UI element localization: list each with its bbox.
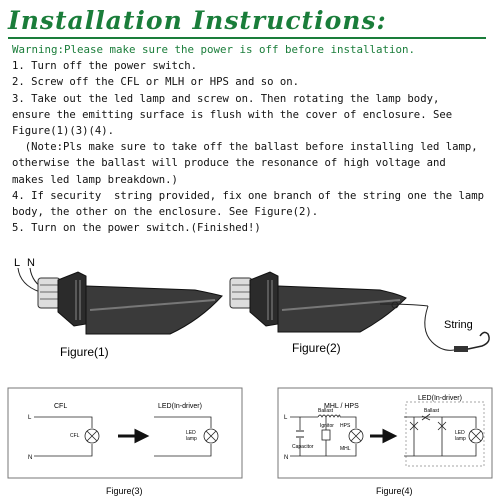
lamp-symbol-icon <box>468 428 484 444</box>
ballast-label: Ballast <box>318 408 334 414</box>
figure-3: CFL LED(In-driver) L N CFL LED lamp Figu… <box>7 387 243 496</box>
instruction-line: body, the other on the enclosure. See Fi… <box>12 206 319 219</box>
led-dashed-box <box>405 401 485 467</box>
instructions-block: Warning:Please make sure the power is of… <box>12 42 492 236</box>
figure-1-caption: Figure(1) <box>60 345 109 359</box>
hps-label: HPS <box>340 423 351 429</box>
figure-4-caption: Figure(4) <box>376 486 413 496</box>
mhl-hps-title: MHL / HPS <box>324 403 359 410</box>
figure-3-frame <box>7 387 243 479</box>
led-circuit <box>404 416 477 457</box>
lamp-symbol-icon <box>84 428 100 444</box>
cfl-label: CFL <box>70 433 80 439</box>
instruction-line: 2. Screw off the CFL or MLH or HPS and s… <box>12 76 300 89</box>
figure-3-caption: Figure(3) <box>106 486 143 496</box>
ignitor-label: Ignitor <box>320 423 334 429</box>
led-title: LED(In-driver) <box>418 395 462 402</box>
led-lamp-icon <box>249 271 407 333</box>
instruction-line: 4. If security string provided, fix one … <box>12 189 484 202</box>
instruction-line: makes led lamp breakdown.) <box>12 173 178 186</box>
page-title: Installation Instructions: <box>8 6 387 35</box>
instruction-line: 5. Turn on the power switch.(Finished!) <box>12 222 261 235</box>
figure-1: L N Figure(1) <box>14 257 223 359</box>
instruction-line: Figure(1)(3)(4). <box>12 125 115 138</box>
ballast-label: Ballast <box>424 408 440 414</box>
cfl-circuit <box>34 416 93 457</box>
terminal-n-label: N <box>284 455 288 461</box>
led-circuit <box>154 416 212 457</box>
cfl-title: CFL <box>54 403 67 410</box>
socket-icon <box>229 277 253 309</box>
security-string-icon <box>379 301 490 352</box>
socket-icon <box>37 277 61 309</box>
string-label: String <box>444 319 473 331</box>
figure-4: MHL / HPS LED(In-driver) L N Ballast Cap… <box>277 387 493 496</box>
led-label-2: lamp <box>455 436 466 442</box>
figure-4-frame <box>277 387 493 479</box>
led-title: LED(In-driver) <box>158 403 202 410</box>
mhl-circuit <box>290 416 357 457</box>
figure-2-caption: Figure(2) <box>292 341 341 355</box>
instruction-line: ensure the emitting surface is flush wit… <box>12 108 453 121</box>
figure-2: String Figure(2) <box>229 271 490 355</box>
ballast-coil-icon <box>317 414 341 418</box>
led-lamp-icon <box>57 271 223 335</box>
capacitor-label: Capacitor <box>292 444 314 450</box>
removed-component-marks <box>409 413 447 431</box>
instruction-line: 1. Turn off the power switch. <box>12 60 197 73</box>
instruction-line: 3. Take out the led lamp and screw on. T… <box>12 92 440 105</box>
led-label-1: LED <box>455 430 465 436</box>
terminal-l-label: L <box>28 415 32 421</box>
instruction-line: (Note:Pls make sure to take off the ball… <box>12 141 478 154</box>
led-label-1: LED <box>186 430 196 436</box>
instruction-line: otherwise the ballast will produce the r… <box>12 157 446 170</box>
terminal-l-label: L <box>284 415 288 421</box>
warning-text: Warning:Please make sure the power is of… <box>12 43 416 56</box>
arrow-icon <box>118 428 150 444</box>
mhl-label: MHL <box>340 446 351 452</box>
lamp-symbol-icon <box>348 428 364 444</box>
arrow-icon <box>370 428 398 444</box>
wire-n-label: N <box>27 257 35 269</box>
title-divider <box>8 37 486 39</box>
capacitor-icon <box>296 430 304 438</box>
led-label-2: lamp <box>186 436 197 442</box>
lamp-symbol-icon <box>203 428 219 444</box>
terminal-n-label: N <box>28 455 32 461</box>
ignitor-icon <box>321 429 331 441</box>
wire-l-label: L <box>14 257 20 269</box>
